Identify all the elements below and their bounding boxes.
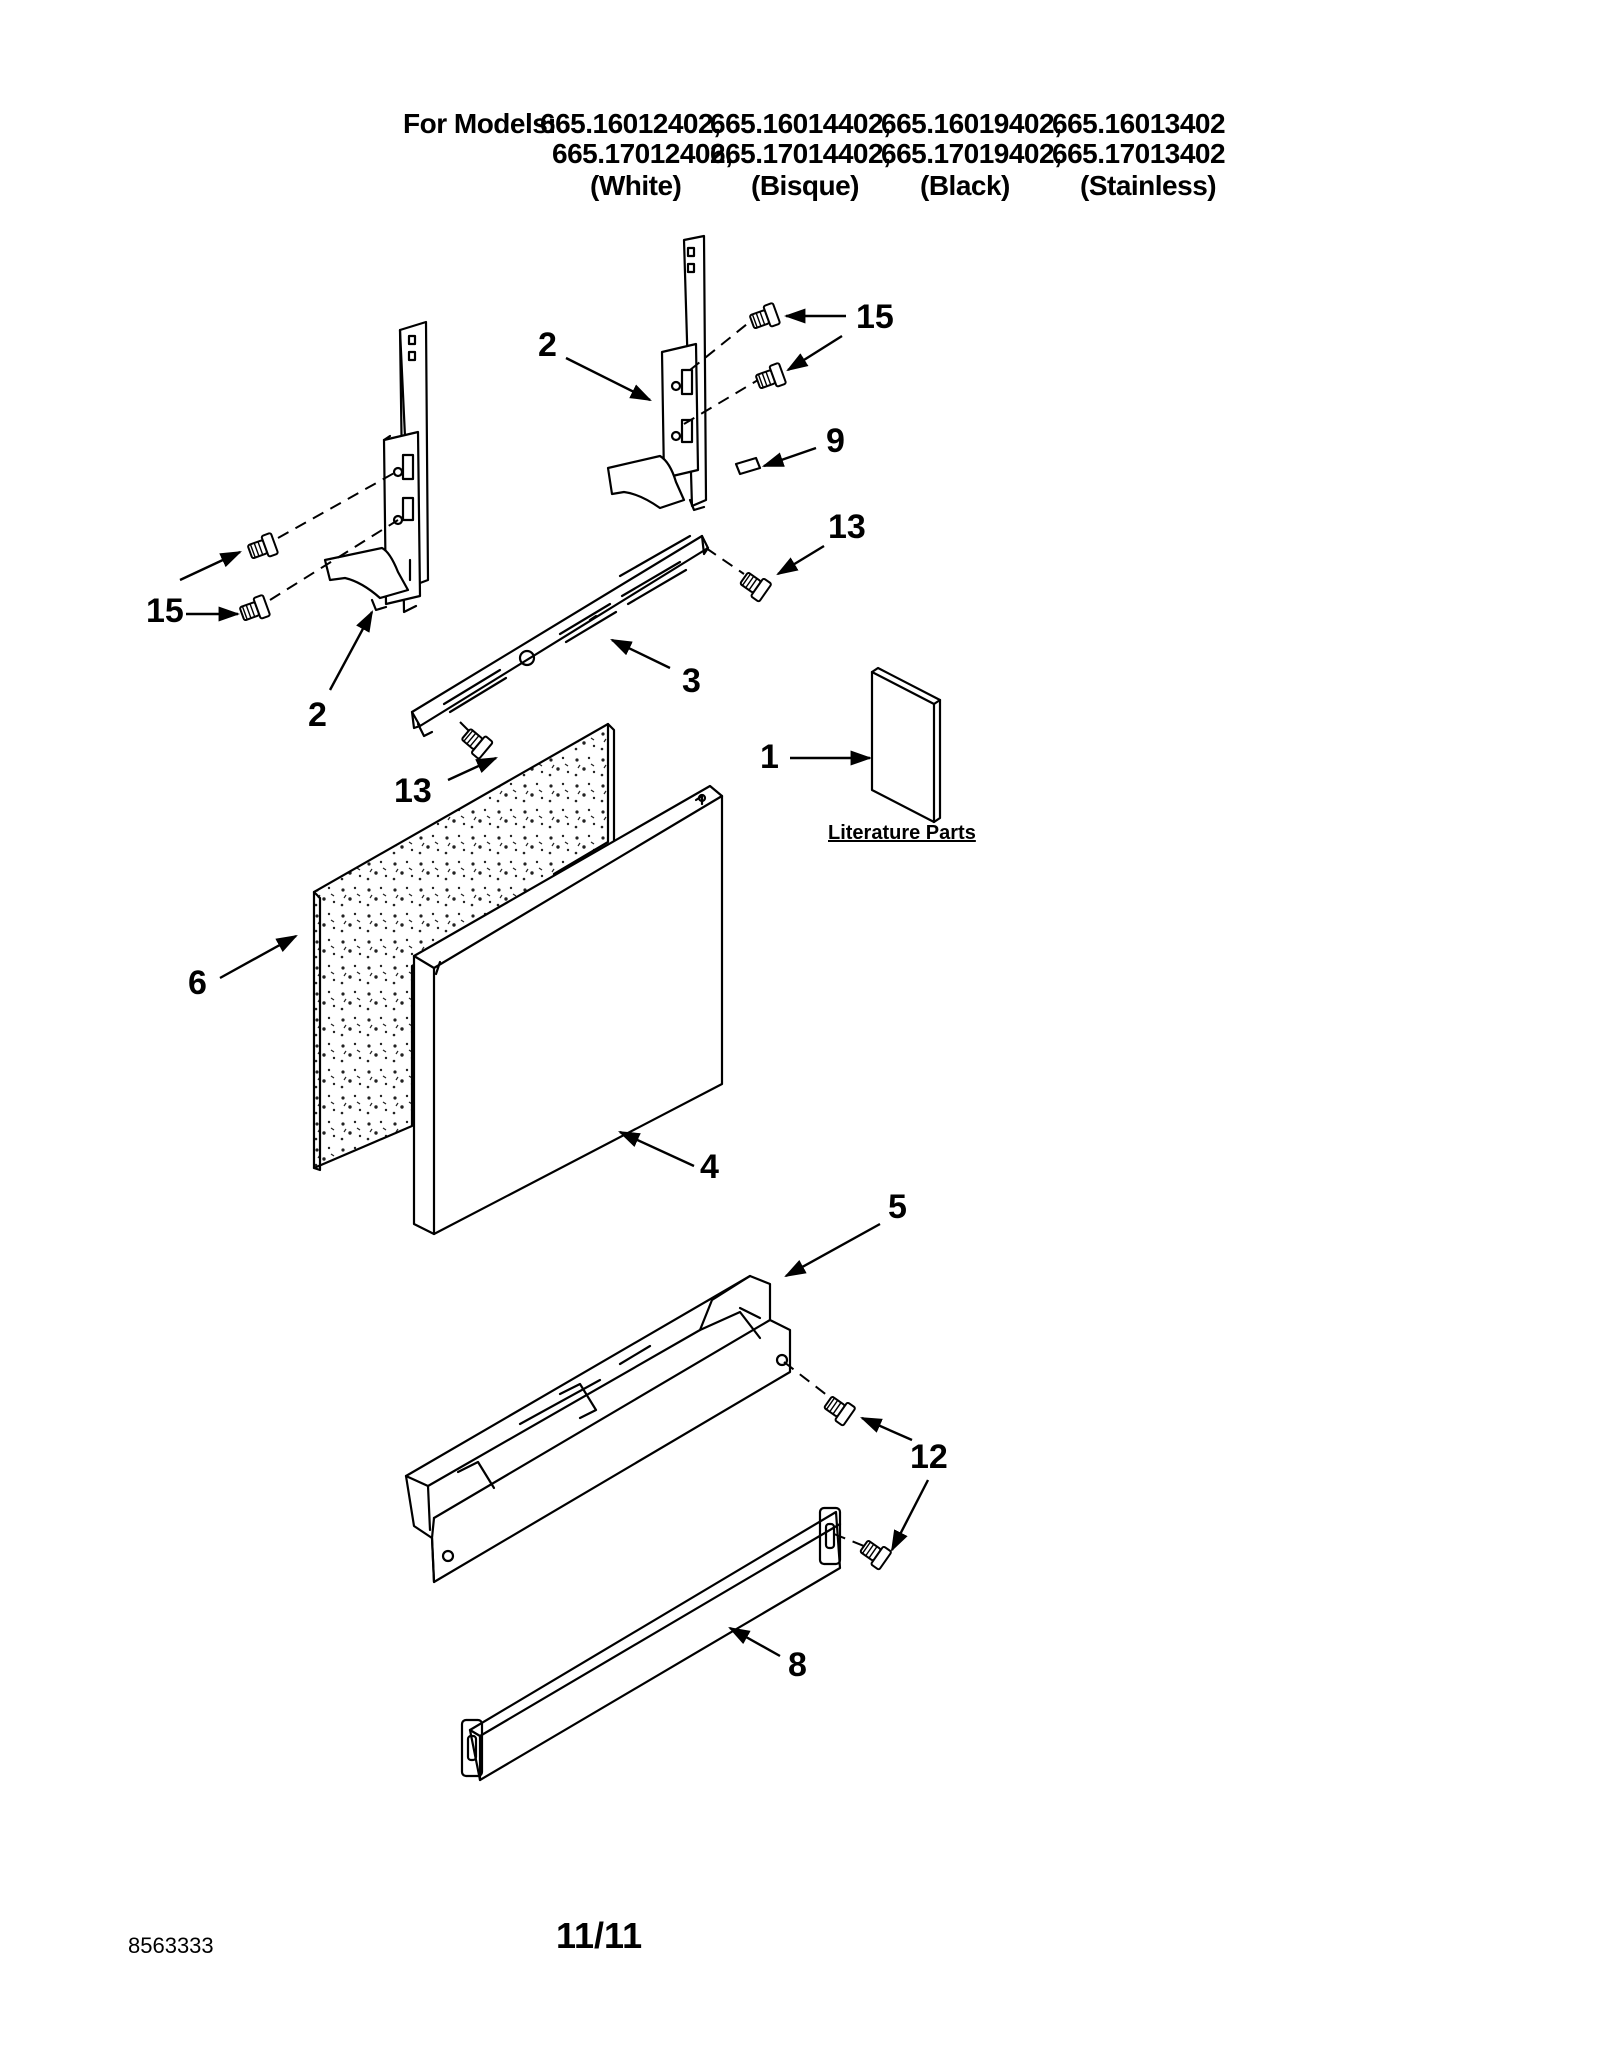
document-number: 8563333 <box>128 1933 214 1958</box>
literature-booklet <box>870 666 942 824</box>
model-number: 665.16014402, <box>710 108 891 139</box>
literature-parts-label: Literature Parts <box>828 822 976 844</box>
model-number: 665.17019402, <box>881 138 1062 169</box>
right-door-bracket <box>606 234 708 512</box>
screw-12-upper <box>823 1396 856 1427</box>
model-number: 665.17014402, <box>710 138 891 169</box>
callout-15-left: 15 <box>146 592 184 630</box>
leader-arrows <box>179 308 930 1658</box>
callout-6: 6 <box>188 964 207 1002</box>
callout-4: 4 <box>700 1148 719 1186</box>
color-bisque: (Bisque) <box>751 170 860 201</box>
toe-bracket <box>404 1274 792 1584</box>
screw-12-lower <box>859 1540 892 1571</box>
callout-1: 1 <box>760 738 779 776</box>
callout-13-right: 13 <box>828 508 866 546</box>
page-number: 11/11 <box>556 1915 643 1956</box>
callout-2-left-bracket: 2 <box>308 696 327 734</box>
model-number: 665.17012402, <box>552 138 733 169</box>
door-panel <box>412 784 724 1236</box>
screw-13-right <box>739 572 772 603</box>
callout-8: 8 <box>788 1646 807 1684</box>
screw-13-left <box>461 728 494 760</box>
model-number: 665.16019402, <box>881 108 1062 139</box>
clip-part <box>734 456 762 476</box>
color-stainless: (Stainless) <box>1080 170 1217 201</box>
top-mounting-rail <box>410 534 710 738</box>
screw-15-left-upper <box>247 532 279 560</box>
callout-9: 9 <box>826 422 845 460</box>
kick-plate <box>460 1506 842 1782</box>
model-number: 665.16013402 <box>1052 108 1226 139</box>
alignment-lines <box>269 319 865 1547</box>
callout-5: 5 <box>888 1188 907 1226</box>
callout-2-right-bracket: 2 <box>538 326 557 364</box>
screw-15-right-lower <box>755 362 787 390</box>
model-number: 665.16012402, <box>540 108 721 139</box>
callout-15-right: 15 <box>856 298 894 336</box>
models-prefix: For Models: <box>403 108 557 139</box>
model-number: 665.17013402 <box>1052 138 1226 169</box>
callout-12: 12 <box>910 1438 948 1476</box>
color-white: (White) <box>590 170 682 201</box>
callout-3: 3 <box>682 662 701 700</box>
model-header: For Models: 665.16012402, 665.16014402, … <box>0 0 1600 220</box>
left-door-bracket <box>323 320 430 614</box>
callout-13-left: 13 <box>394 772 432 810</box>
screw-15-left-lower <box>239 594 271 622</box>
color-black: (Black) <box>920 170 1010 201</box>
screw-15-right-upper <box>749 302 781 330</box>
